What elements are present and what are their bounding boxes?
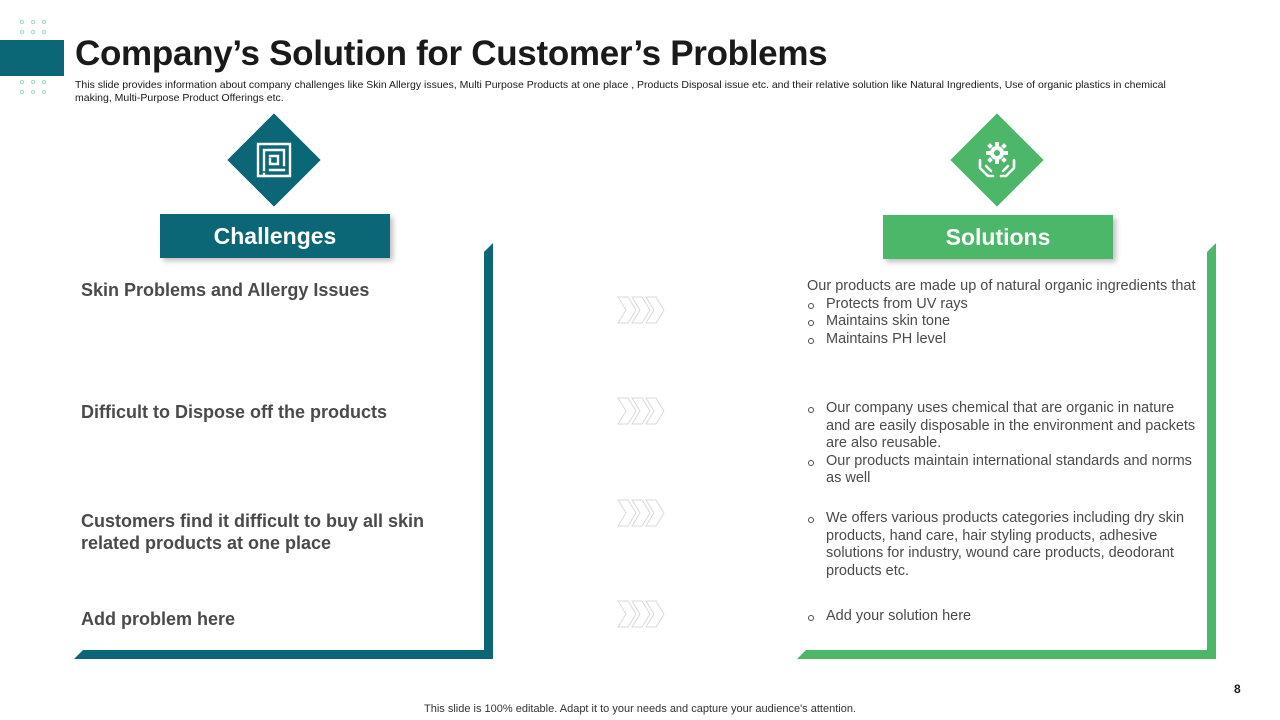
solutions-frame-bottom [797,650,1216,659]
challenges-header: Challenges [160,214,390,258]
maze-icon [249,135,299,185]
solutions-header: Solutions [883,215,1113,259]
problem-item-3: Customers find it difficult to buy all s… [81,511,425,553]
solution-bullet: Maintains PH level [807,331,1197,349]
chevron-arrows-icon [617,499,665,527]
challenges-frame-bottom [74,650,493,659]
chevron-arrows-icon [617,296,665,324]
solution-bullet: We offers various products categories in… [807,510,1197,580]
solution-bullet: Protects from UV rays [807,296,1197,314]
slide-subtitle: This slide provides information about co… [75,79,1166,104]
footer-note: This slide is 100% editable. Adapt it to… [424,703,856,715]
chevron-arrows-icon [617,600,665,628]
problem-item-2: Difficult to Dispose off the products [81,402,387,422]
solution-item-4: Add your solution here [807,608,1197,626]
solution-bullet: Add your solution here [807,608,1197,626]
solution-bullet: Our company uses chemical that are organ… [807,400,1197,453]
page-number: 8 [1234,682,1241,696]
slide-title: Company’s Solution for Customer’s Proble… [75,34,828,73]
solution-item-2: Our company uses chemical that are organ… [807,400,1197,488]
solution-bullet: Maintains skin tone [807,313,1197,331]
title-accent-bar [0,40,64,76]
solution-intro: Our products are made up of natural orga… [807,278,1196,294]
solution-bullet: Our products maintain international stan… [807,453,1197,488]
problem-item-4: Add problem here [81,609,236,629]
solution-item-1: Our products are made up of natural orga… [807,278,1197,348]
chevron-arrows-icon [617,397,665,425]
gear-in-hands-icon [972,135,1022,185]
problem-item-1: Skin Problems and Allergy Issues [81,280,370,300]
solutions-frame-right [1207,243,1216,659]
challenges-frame-right [484,243,493,659]
solution-item-3: We offers various products categories in… [807,510,1197,580]
